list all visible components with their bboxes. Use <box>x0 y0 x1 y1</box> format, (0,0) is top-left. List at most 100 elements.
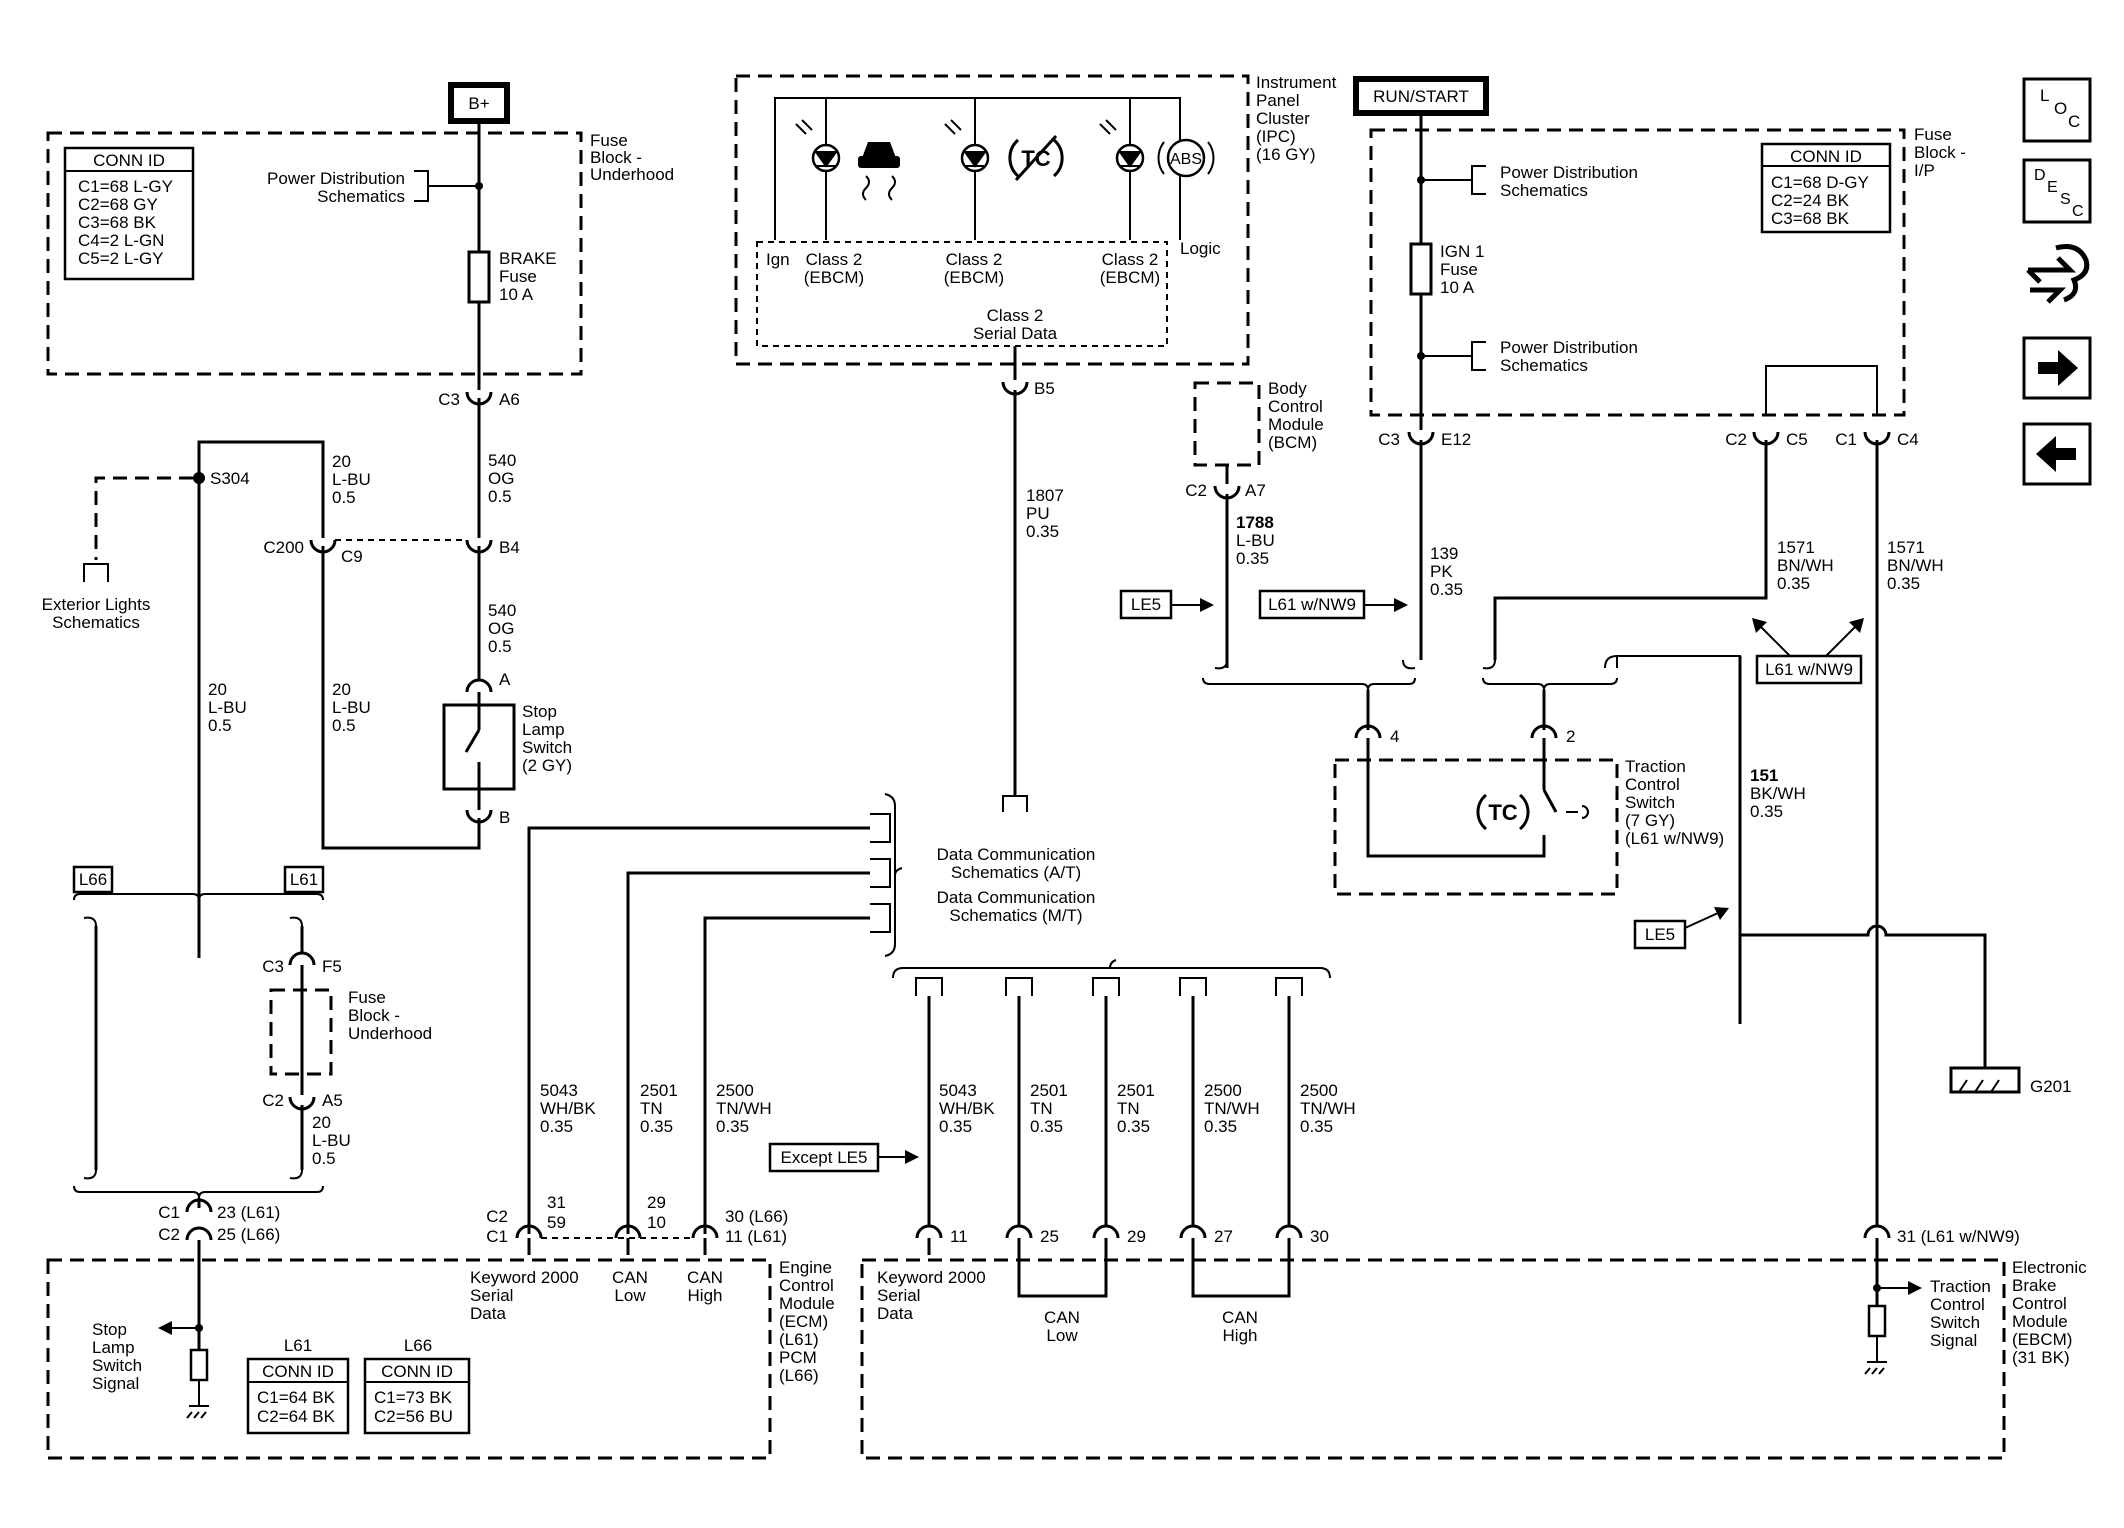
exterior-lights-dashed-wire <box>94 476 193 560</box>
stop-lamp-signal-label: Stop Lamp Switch Signal <box>92 1320 142 1393</box>
svg-text:CONN ID: CONN ID <box>262 1362 334 1381</box>
l61-nw9-arrow-a <box>1394 598 1408 612</box>
svg-text:Class 2: Class 2 <box>806 250 863 269</box>
svg-text:Cluster: Cluster <box>1256 109 1310 128</box>
wire-151-ground-run <box>1740 924 1987 1068</box>
brake-fuse-symbol <box>467 250 491 304</box>
brake-fuse-label: BRAKE Fuse 10 A <box>499 249 557 304</box>
wire-1571-label-b: 1571 BN/WH 0.35 <box>1887 538 1944 593</box>
ipc-module-box <box>734 74 1250 366</box>
ip-c2-label: C2 <box>1725 430 1747 449</box>
conn-id-table-underhood: CONN ID C1=68 L-GY C2=68 GY C3=68 BK C4=… <box>63 146 195 281</box>
svg-text:CAN: CAN <box>612 1268 648 1287</box>
next-page-button[interactable] <box>2022 336 2092 400</box>
option-except-le5-label: Except LE5 <box>781 1148 868 1167</box>
fuse-block-underhood-2-label: Fuse Block - Underhood <box>348 988 432 1043</box>
svg-text:2501: 2501 <box>1117 1081 1155 1100</box>
svg-text:0.35: 0.35 <box>540 1117 573 1136</box>
option-l61-nw9-box-b <box>1755 654 1863 685</box>
ebcm-can-low-join <box>1017 1238 1108 1298</box>
traction-input-bracket-right <box>1482 677 1618 691</box>
svg-text:TN/WH: TN/WH <box>1300 1099 1356 1118</box>
svg-text:Serial Data: Serial Data <box>973 324 1058 343</box>
svg-text:Low: Low <box>614 1286 646 1305</box>
option-bracket-top <box>73 893 324 901</box>
svg-text:C3=68 BK: C3=68 BK <box>78 213 157 232</box>
fuse-block-underhood-title: Fuse Block - Underhood <box>590 131 674 184</box>
wire-20-lbu-s304 <box>197 440 325 958</box>
svg-text:0.35: 0.35 <box>1430 580 1463 599</box>
svg-text:BK/WH: BK/WH <box>1750 784 1806 803</box>
component-location-icon[interactable] <box>2026 244 2090 304</box>
ipc-class2-label-3: Class 2 (EBCM) <box>1100 250 1160 287</box>
conn-c9-label: C9 <box>341 547 363 566</box>
svg-text:Serial: Serial <box>470 1286 513 1305</box>
traction-pin-4-label: 4 <box>1390 727 1399 746</box>
ip-c3-label: C3 <box>1378 430 1400 449</box>
loc-button[interactable]: L O C <box>2022 77 2092 143</box>
svg-text:10 A: 10 A <box>499 285 534 304</box>
svg-text:20: 20 <box>332 680 351 699</box>
svg-text:L-BU: L-BU <box>312 1131 351 1150</box>
svg-text:High: High <box>1223 1326 1258 1345</box>
svg-text:(L66): (L66) <box>779 1366 819 1385</box>
ebcm-pin-29-label: 29 <box>1127 1227 1146 1246</box>
svg-text:IGN 1: IGN 1 <box>1440 242 1484 261</box>
ecm-conn-id-l66: CONN ID C1=73 BK C2=56 BU <box>363 1357 471 1435</box>
svg-text:Block -: Block - <box>1914 143 1966 162</box>
splice-s304-label: S304 <box>210 469 250 488</box>
ebcm-pin-30-label: 30 <box>1310 1227 1329 1246</box>
b-plus-terminal: B+ <box>448 82 510 124</box>
ecm-connector-29-10 <box>614 1224 642 1239</box>
ebcm-pin-11-label: 11 <box>950 1227 968 1246</box>
ecm-l66-label: L66 <box>404 1336 432 1355</box>
svg-text:Fuse: Fuse <box>1914 125 1952 144</box>
svg-text:Lamp: Lamp <box>522 720 565 739</box>
ecm-wire-2501-label: 2501 TN 0.35 <box>640 1081 678 1136</box>
svg-text:Underhood: Underhood <box>590 165 674 184</box>
power-distribution-ref-ip-1: Power Distribution Schematics <box>1500 163 1638 200</box>
svg-text:Fuse: Fuse <box>590 131 628 150</box>
svg-text:0.5: 0.5 <box>332 716 356 735</box>
data-comm-schematics-mt: Data Communication Schematics (M/T) <box>937 888 1096 925</box>
svg-text:Traction: Traction <box>1930 1277 1991 1296</box>
ecm-pin-31: 31 <box>547 1193 566 1212</box>
svg-text:(L61 w/NW9): (L61 w/NW9) <box>1625 829 1724 848</box>
traction-control-icon: TC <box>1476 793 1530 831</box>
svg-text:Schematics (A/T): Schematics (A/T) <box>951 863 1081 882</box>
svg-text:2500: 2500 <box>1300 1081 1338 1100</box>
desc-button[interactable]: D E S C <box>2022 158 2092 224</box>
svg-text:Serial: Serial <box>877 1286 920 1305</box>
conn-23-label: 23 (L61) <box>217 1203 280 1222</box>
bcm-a7-label: A7 <box>1245 481 1266 500</box>
option-l61-box <box>283 865 325 894</box>
wire-139-label: 139 PK 0.35 <box>1430 544 1463 599</box>
ebcm-pin-25-connector <box>1005 1224 1033 1239</box>
svg-text:C2=24 BK: C2=24 BK <box>1771 191 1850 210</box>
svg-text:2501: 2501 <box>640 1081 678 1100</box>
ign1-fuse-symbol <box>1409 242 1433 296</box>
ebcm-pin-27-label: 27 <box>1214 1227 1233 1246</box>
svg-text:10 A: 10 A <box>1440 278 1475 297</box>
ebcm-bus-stubs <box>915 977 1303 996</box>
abs-indicator-text: ABS <box>1170 151 1202 168</box>
bcm-module-box <box>1193 381 1261 467</box>
svg-text:C5=2 L-GY: C5=2 L-GY <box>78 249 164 268</box>
le5-arrow-a <box>1200 598 1214 612</box>
ebcm-pin-11-connector <box>915 1224 943 1239</box>
ecm-can-low-label: CAN Low <box>612 1268 648 1305</box>
arrow-right-icon <box>2038 350 2078 386</box>
traction-control-off-icon: TC <box>1008 134 1064 182</box>
except-le5-arrow <box>905 1150 919 1164</box>
ebcm-keyword-2000-label: Keyword 2000 Serial Data <box>877 1268 986 1323</box>
class2-connector-stub <box>1002 795 1028 812</box>
svg-text:Module: Module <box>1268 415 1324 434</box>
svg-text:Schematics: Schematics <box>1500 356 1588 375</box>
option-l66-label: L66 <box>79 870 107 889</box>
previous-page-button[interactable] <box>2022 422 2092 486</box>
splice-dot <box>475 182 483 190</box>
wire-1571-label-a: 1571 BN/WH 0.35 <box>1777 538 1834 593</box>
connector-c3-f5 <box>288 951 316 966</box>
ecm-pin-30: 30 (L66) <box>725 1207 788 1226</box>
option-le5-box-b <box>1633 919 1687 950</box>
